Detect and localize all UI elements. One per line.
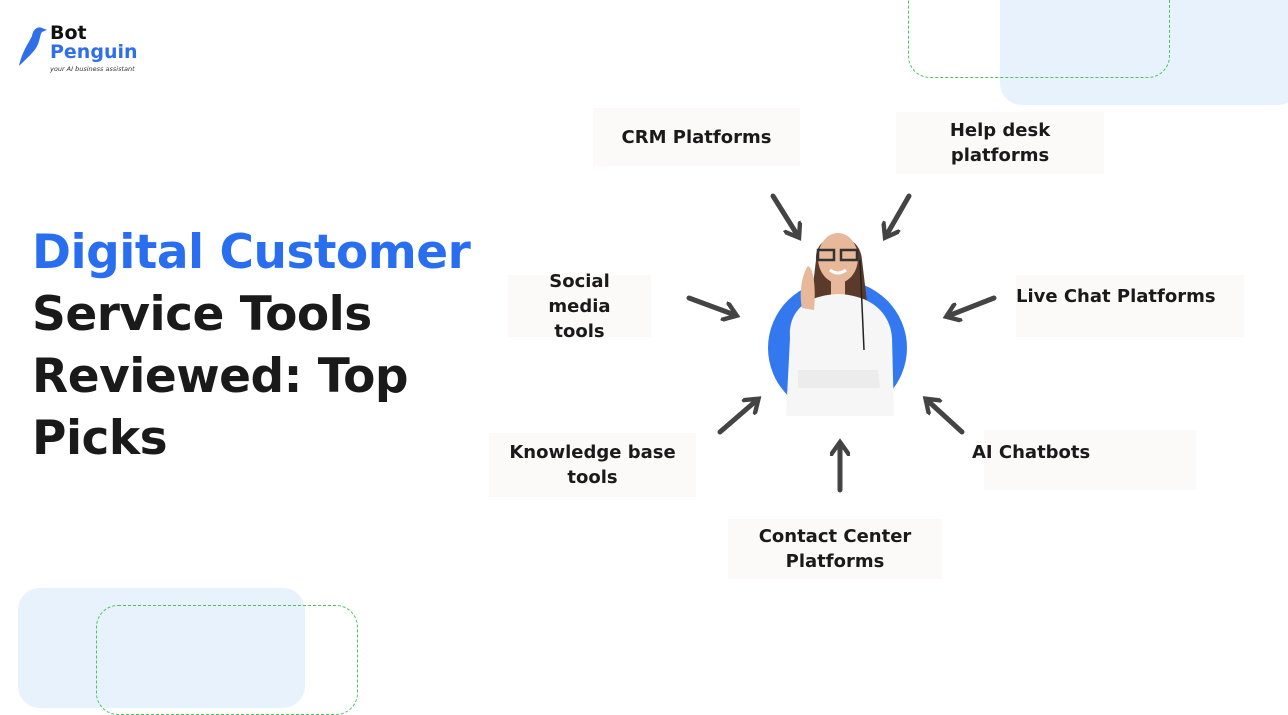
arrow-icon [717, 400, 757, 435]
tool-label-contact-center: Contact Center Platforms [728, 519, 942, 579]
arrow-icon [886, 193, 912, 236]
tool-label-crm: CRM Platforms [593, 108, 800, 166]
logo-line2: Penguin [50, 41, 138, 63]
arrow-icon [927, 400, 965, 435]
title-line: Reviewed: Top [32, 349, 409, 404]
penguin-icon [19, 27, 47, 66]
title-highlight: Digital Customer [32, 225, 471, 280]
customer-service-agent-image [786, 233, 894, 416]
tool-label-ai-chatbots: AI Chatbots [972, 430, 1196, 490]
arrow-icon [948, 295, 997, 316]
tool-label-knowledge-base: Knowledge base tools [489, 433, 696, 497]
page-title: Digital Customer Service Tools Reviewed:… [32, 222, 471, 470]
arrow-icon [770, 193, 798, 236]
decorative-panel [1000, 0, 1288, 105]
tool-label-help-desk: Help desk platforms [896, 112, 1104, 174]
tool-label-live-chat: Live Chat Platforms [1016, 275, 1244, 337]
tool-label-social-media: Social media tools [508, 271, 651, 342]
title-line: Picks [32, 411, 168, 466]
logo-tagline: your AI business assistant [50, 65, 135, 73]
decorative-dashed-frame [908, 0, 1170, 78]
logo-line1: Bot [50, 22, 87, 44]
arrow-icon [686, 295, 735, 315]
arrows-layer [686, 193, 997, 493]
title-line: Service Tools [32, 287, 372, 342]
logo: Bot Penguin your AI business assistant [18, 24, 138, 73]
